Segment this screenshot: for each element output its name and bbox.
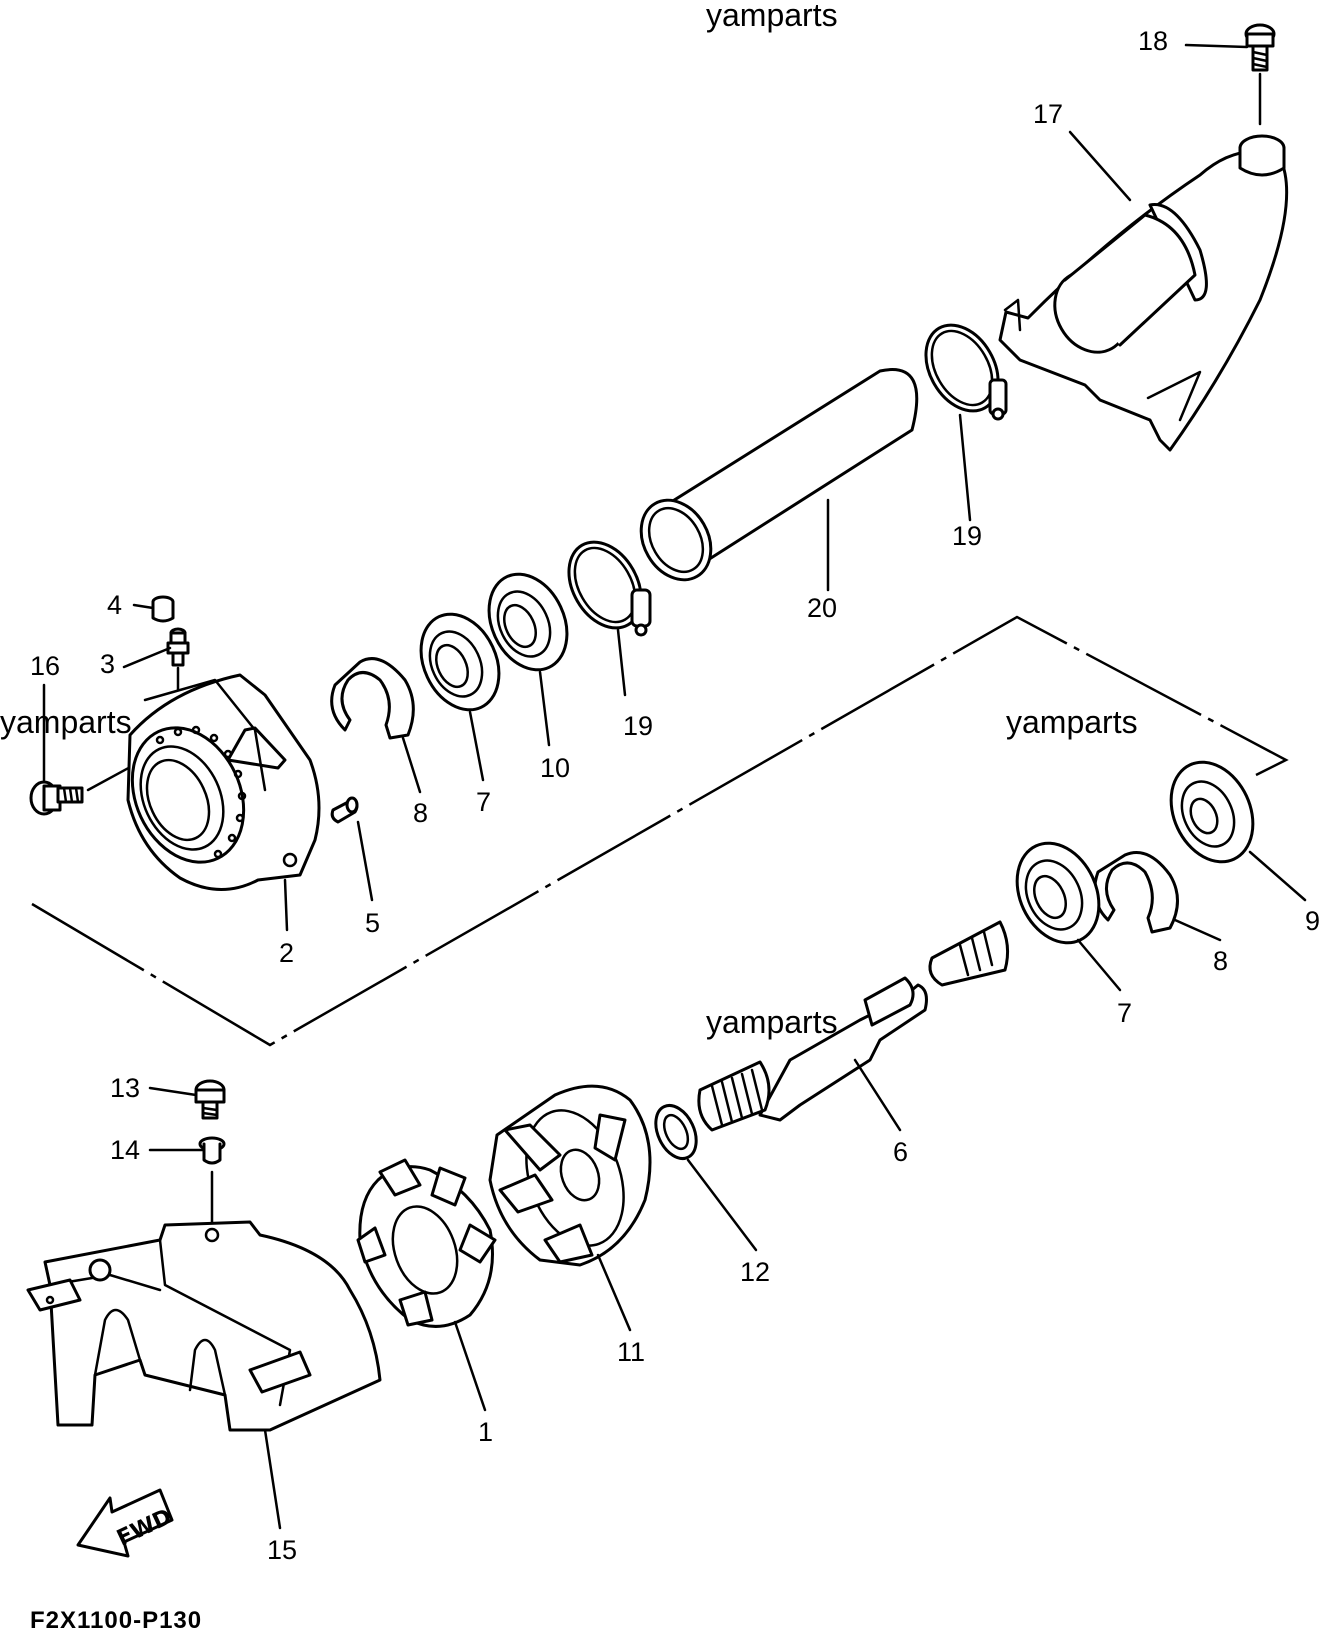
- callout-16: 16: [30, 651, 60, 681]
- callout-8: 8: [413, 798, 428, 828]
- callout-3: 3: [100, 649, 115, 679]
- part-3-grease-nipple: [166, 627, 190, 692]
- callout-2: 2: [279, 938, 294, 968]
- part-5-dowel-pin: [330, 796, 359, 824]
- part-8-circlip-lower: [1093, 851, 1179, 934]
- spline-coupling: [928, 920, 1010, 987]
- part-4-cap: [151, 595, 175, 623]
- part-9-bearing: [1169, 760, 1255, 864]
- watermark: yamparts: [706, 1004, 838, 1040]
- watermark: yamparts: [1006, 704, 1138, 740]
- part-14-collar: [198, 1136, 226, 1227]
- callout-4: 4: [107, 590, 122, 620]
- watermark: yamparts: [0, 704, 132, 740]
- callout-7: 7: [1117, 998, 1132, 1028]
- callout-14: 14: [110, 1135, 140, 1165]
- part-8-circlip-upper: [330, 657, 415, 740]
- callout-19: 19: [952, 521, 982, 551]
- callout-6: 6: [893, 1137, 908, 1167]
- callout-10: 10: [540, 753, 570, 783]
- part-15-intake-cover: [26, 1220, 382, 1432]
- callout-13: 13: [110, 1073, 140, 1103]
- part-7-bearing-lower: [1015, 841, 1101, 945]
- watermark: yamparts: [706, 0, 838, 33]
- part-11-impeller: [488, 1084, 652, 1267]
- callout-1: 1: [478, 1417, 493, 1447]
- callout-5: 5: [365, 908, 380, 938]
- part-13-bolt: [194, 1079, 226, 1120]
- part-18-bolt: [1244, 23, 1276, 126]
- callout-17: 17: [1033, 99, 1063, 129]
- assembly-boundary-line: [31, 615, 1289, 1047]
- callout-15: 15: [267, 1535, 297, 1565]
- part-1-liner: [356, 1158, 497, 1328]
- callout-19: 19: [623, 711, 653, 741]
- part-20-hose: [639, 368, 919, 582]
- callout-7: 7: [476, 787, 491, 817]
- diagram-code: F2X1100-P130: [30, 1607, 202, 1634]
- callout-12: 12: [740, 1257, 770, 1287]
- part-16-bolt: [29, 738, 182, 816]
- callout-20: 20: [807, 593, 837, 623]
- part-12-washer: [654, 1104, 698, 1160]
- part-7-bearing-upper: [419, 612, 501, 712]
- part-19-hose-clamp-upper: [924, 323, 1008, 421]
- callout-11: 11: [617, 1337, 645, 1367]
- part-6-impeller-shaft: [697, 976, 928, 1132]
- callout-8: 8: [1213, 946, 1228, 976]
- part-10-bearing: [487, 572, 569, 672]
- part-17-nozzle: [998, 134, 1289, 452]
- callout-9: 9: [1305, 906, 1320, 936]
- leader-lines: [42, 43, 1307, 1530]
- callout-labels: 18 17 19 20 19 4 3 16 8 7 10 5 2 9 8 7 6…: [30, 26, 1320, 1565]
- forward-direction-arrow: FWD: [76, 1488, 176, 1558]
- part-2-bearing-housing: [126, 673, 321, 891]
- housing-bolt-holes: [155, 725, 247, 859]
- callout-18: 18: [1138, 26, 1168, 56]
- part-19-hose-clamp-lower: [567, 540, 652, 637]
